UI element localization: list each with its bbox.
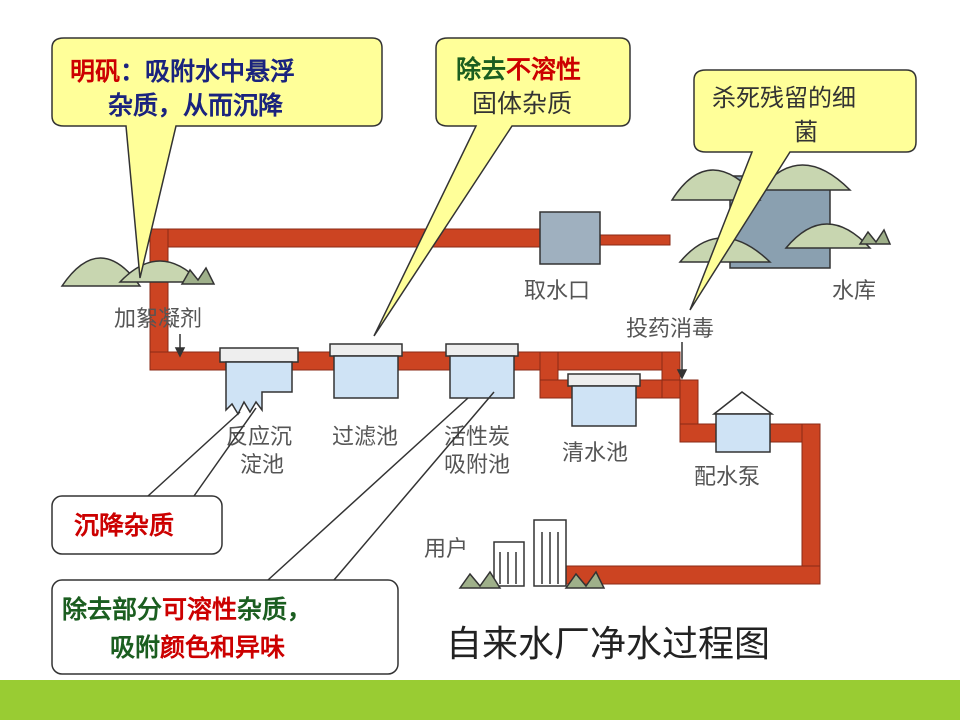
callout-alum-line2: 杂质，从而沉降 <box>108 91 284 120</box>
bottom-accent-bar <box>0 680 960 720</box>
reaction-tank <box>219 347 299 416</box>
coagulant-label: 加絮凝剂 <box>114 307 202 332</box>
reservoir-label: 水库 <box>832 279 876 304</box>
intake-box <box>539 211 601 265</box>
user-buildings <box>458 519 606 589</box>
pump-house <box>711 391 775 453</box>
intake-label: 取水口 <box>524 279 590 304</box>
reaction-tank-label-2: 淀池 <box>240 453 284 478</box>
callout-settle-text: 沉降杂质 <box>74 511 174 540</box>
callout-filter-highlight: 不溶性 <box>506 55 581 84</box>
carbon-tank <box>445 343 519 399</box>
callout-alum-line1: 明矾：吸附水中悬浮 <box>70 57 295 86</box>
flow-arrows <box>174 334 688 380</box>
carbon-tank-label-1: 活性炭 <box>444 425 510 450</box>
carbon-tank-label-2: 吸附池 <box>444 453 510 478</box>
callout-alum-keyword: 明矾 <box>70 57 120 86</box>
callout-filter: 除去不溶性 固体杂质 <box>373 37 631 337</box>
disinfect-label: 投药消毒 <box>626 317 714 342</box>
callout-filter-line1: 除去不溶性 <box>456 55 581 84</box>
filter-tank <box>329 343 403 399</box>
callout-disinfect-line1: 杀死残留的细 <box>712 84 856 112</box>
callout-alum: 明矾：吸附水中悬浮 杂质，从而沉降 <box>51 37 383 279</box>
callout-disinfect: 杀死残留的细 菌 <box>689 69 917 311</box>
callout-disinfect-line2: 菌 <box>794 118 818 146</box>
callout-carbon-line2: 吸附颜色和异味 <box>110 633 285 662</box>
diagram-title: 自来水厂净水过程图 <box>446 624 770 665</box>
callout-filter-line2: 固体杂质 <box>472 89 572 118</box>
clear-tank-label: 清水池 <box>562 441 628 466</box>
pump-label: 配水泵 <box>694 465 760 490</box>
callout-carbon: 除去部分可溶性杂质， 吸附颜色和异味 <box>51 391 495 675</box>
clear-tank <box>567 373 641 427</box>
hills-reservoir <box>670 164 892 269</box>
user-label: 用户 <box>424 537 468 562</box>
filter-tank-label: 过滤池 <box>332 425 398 450</box>
callout-settle: 沉降杂质 <box>51 407 257 555</box>
reaction-tank-label-1: 反应沉 <box>226 425 292 450</box>
callout-carbon-line1: 除去部分可溶性杂质， <box>62 595 312 624</box>
